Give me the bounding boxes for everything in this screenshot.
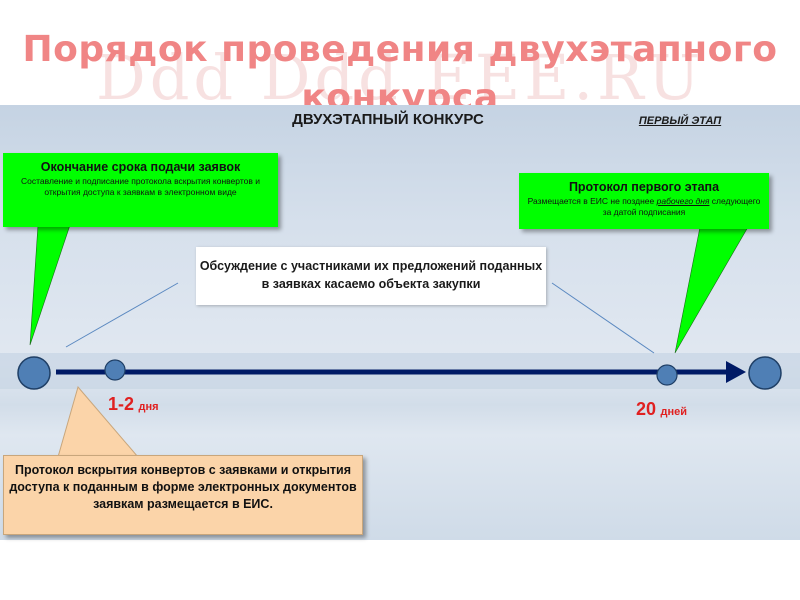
callout-right-tail xyxy=(674,226,749,354)
callout-right-body: Размещается в ЕИС не позднее рабочего дн… xyxy=(519,196,769,218)
callout-right-body-emphasis: рабочего дня xyxy=(656,196,710,206)
node-day-20 xyxy=(656,364,678,386)
callout-right-body-post: следующего за датой подписания xyxy=(602,196,761,217)
callout-left-tail xyxy=(29,224,71,346)
callout-right-body-pre: Размещается в ЕИС не позднее xyxy=(527,196,657,206)
stage-label: ПЕРВЫЙ ЭТАП xyxy=(638,115,722,127)
connector-right xyxy=(551,282,655,354)
node-start xyxy=(17,356,51,390)
slide-header: Ddd Ddd EEE.RU Порядок проведения двухэт… xyxy=(0,0,800,105)
discussion-box: Обсуждение с участниками их предложений … xyxy=(196,247,546,305)
timeline-diagram: ДВУХЭТАПНЫЙ КОНКУРС ПЕРВЫЙ ЭТАП Окончани… xyxy=(0,105,800,540)
callout-left-heading: Окончание срока подачи заявок xyxy=(40,160,241,174)
slide-title: Порядок проведения двухэтапного конкурса xyxy=(22,29,778,105)
connector-left xyxy=(65,282,179,348)
callout-left-body: Составление и подписание протокола вскры… xyxy=(21,176,260,197)
days-label-1-2: 1-2 дня xyxy=(108,394,159,415)
days-left-number: 1-2 xyxy=(108,394,135,414)
timeline-arrowhead xyxy=(726,361,746,383)
background-watermark: Ddd Ddd EEE.RU xyxy=(95,41,704,106)
node-end xyxy=(748,356,782,390)
callout-submission-deadline: Окончание срока подачи заявок Составлени… xyxy=(3,153,278,227)
node-day-1-2 xyxy=(104,359,126,381)
callout-right-heading: Протокол первого этапа xyxy=(568,180,720,194)
days-left-unit: дня xyxy=(138,401,159,413)
callout-first-stage-protocol: Протокол первого этапа Размещается в ЕИС… xyxy=(519,173,769,229)
diagram-graphics xyxy=(17,224,782,458)
days-right-unit: дней xyxy=(660,406,687,418)
days-right-number: 20 xyxy=(636,399,657,419)
days-label-20: 20 дней xyxy=(636,399,687,420)
opening-protocol-box: Протокол вскрытия конвертов с заявками и… xyxy=(3,455,363,535)
diagram-title: ДВУХЭТАПНЫЙ КОНКУРС xyxy=(292,111,484,128)
